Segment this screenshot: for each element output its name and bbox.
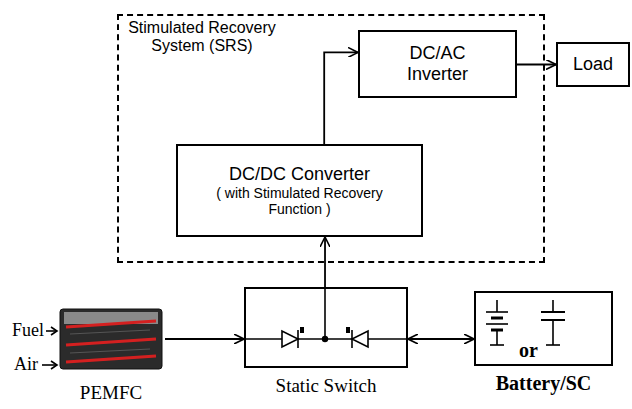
component-label: Static Switch	[276, 375, 377, 397]
thyristor-bar	[297, 330, 299, 348]
load-box: Load	[556, 42, 630, 87]
fuel-cell: PEMFC	[57, 306, 165, 372]
box-label: DC/DC Converter	[229, 164, 370, 185]
inverter-box: DC/AC Inverter	[358, 30, 517, 98]
stack-body	[60, 309, 162, 369]
connector-arrow	[324, 52, 358, 144]
battery-plate	[486, 323, 508, 325]
battery-wire	[496, 300, 498, 312]
connector-arrow	[517, 64, 556, 66]
thyristor-pair	[246, 289, 406, 348]
capacitor-plate	[541, 311, 565, 313]
battery-terminal	[490, 344, 504, 346]
battery-wire	[496, 330, 498, 345]
box-label: DC/AC Inverter	[393, 43, 483, 84]
inlet-arrows	[42, 327, 57, 369]
storage-box: orBattery/SC	[474, 291, 613, 366]
stack-stripe	[66, 339, 156, 345]
or-label: or	[519, 339, 538, 362]
connector-arrow	[408, 338, 474, 340]
node-content: PEMFC	[57, 306, 165, 372]
box-sublabel: ( with Stimulated Recovery Function )	[205, 185, 395, 217]
node-content: DC/DC Converter( with Stimulated Recover…	[178, 146, 421, 235]
node-content: orBattery/SC	[476, 293, 611, 364]
junction-dot	[322, 336, 328, 342]
node-content: DC/AC Inverter	[360, 32, 515, 96]
stack-stripe	[66, 321, 156, 327]
component-label: Battery/SC	[496, 372, 592, 395]
node-content: Stimulated Recovery System (SRS)	[119, 16, 543, 261]
static-switch-box: Static Switch	[244, 287, 408, 368]
stack-rib	[70, 349, 150, 353]
thyristor-gate	[300, 327, 304, 333]
battery-plate	[486, 311, 508, 313]
converter-box: DC/DC Converter( with Stimulated Recover…	[176, 144, 423, 237]
component-label: PEMFC	[80, 382, 142, 404]
switch-tap-wire	[324, 289, 326, 339]
thyristor-gate	[346, 327, 350, 333]
node-content: Static Switch	[246, 289, 406, 366]
system-boundary: Stimulated Recovery System (SRS) DC/AC In…	[117, 14, 545, 263]
node-content: Load	[558, 44, 628, 85]
thyristor-symbol	[352, 331, 368, 347]
stack-stripe	[66, 356, 156, 362]
box-label: Load	[573, 54, 613, 75]
capacitor-terminal	[546, 344, 560, 346]
input-label: Air	[14, 354, 38, 375]
connector-arrow	[165, 338, 244, 340]
capacitor-wire	[552, 320, 554, 345]
battery-plate	[491, 317, 503, 320]
fuel-arrow-head	[51, 327, 57, 335]
thyristor-symbol	[282, 331, 298, 347]
storage-symbols	[486, 300, 565, 345]
thyristor-bar	[351, 330, 353, 348]
stack-rib	[70, 330, 150, 334]
capacitor-wire	[552, 300, 554, 312]
input-label: Fuel	[12, 320, 44, 341]
system-title: Stimulated Recovery System (SRS)	[122, 19, 282, 56]
fuel-cell-picture	[60, 309, 162, 369]
air-arrow-head	[51, 361, 57, 369]
